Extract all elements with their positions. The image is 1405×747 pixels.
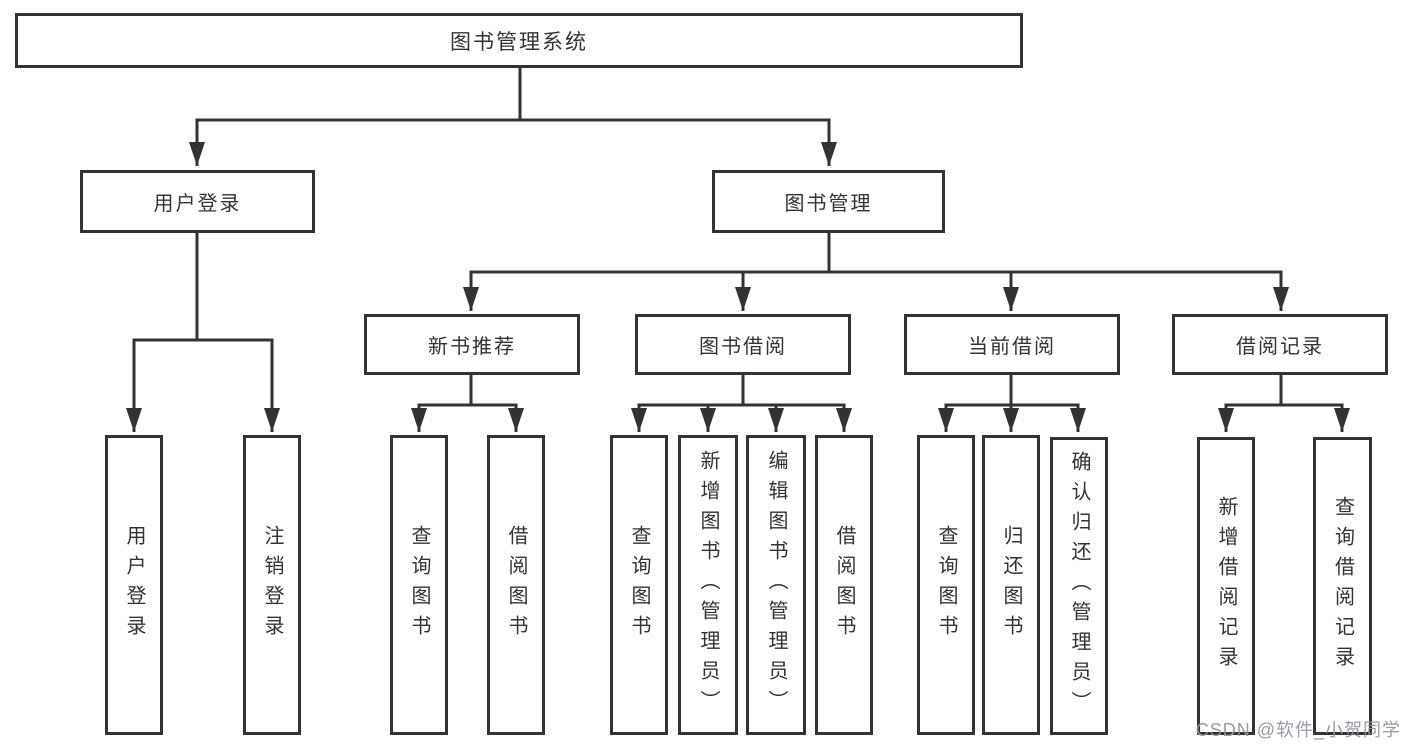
- node-query-book-3-label: 查询图书: [935, 525, 957, 645]
- node-logout: 注销登录: [243, 435, 301, 735]
- node-root: 图书管理系统: [15, 13, 1023, 68]
- node-borrow-book-2-label: 借阅图书: [833, 525, 855, 645]
- node-login-label: 用户登录: [123, 525, 145, 645]
- node-query-book-1-label: 查询图书: [408, 525, 430, 645]
- node-login: 用户登录: [105, 435, 163, 735]
- node-query-book-3: 查询图书: [917, 435, 975, 735]
- node-query-borrow-record-label: 查询借阅记录: [1331, 496, 1354, 676]
- node-book-borrow-label: 图书借阅: [699, 336, 787, 358]
- node-add-borrow-record: 新增借阅记录: [1197, 437, 1255, 735]
- node-edit-book: 编辑图书（管理员）: [746, 435, 806, 735]
- node-confirm-return-label: 确认归还（管理员）: [1068, 451, 1090, 721]
- node-query-book-2-label: 查询图书: [628, 525, 650, 645]
- node-confirm-return: 确认归还（管理员）: [1050, 437, 1108, 735]
- node-borrow-book-1: 借阅图书: [487, 435, 545, 735]
- node-add-borrow-record-label: 新增借阅记录: [1215, 496, 1237, 676]
- node-edit-book-label: 编辑图书（管理员）: [765, 450, 787, 720]
- node-return-book: 归还图书: [982, 435, 1040, 735]
- node-borrow-book-1-label: 借阅图书: [505, 525, 527, 645]
- node-book-borrow: 图书借阅: [635, 314, 851, 375]
- node-return-book-label: 归还图书: [1000, 525, 1022, 645]
- node-borrow-records: 借阅记录: [1172, 314, 1388, 375]
- node-logout-label: 注销登录: [261, 525, 283, 645]
- node-borrow-records-label: 借阅记录: [1236, 336, 1324, 358]
- node-query-book-2: 查询图书: [610, 435, 668, 735]
- node-new-book-rec-label: 新书推荐: [428, 336, 516, 358]
- node-new-book-rec: 新书推荐: [364, 314, 580, 375]
- node-borrow-book-2: 借阅图书: [815, 435, 873, 735]
- node-add-book-label: 新增图书（管理员）: [697, 450, 719, 720]
- node-add-book: 新增图书（管理员）: [678, 435, 738, 735]
- node-book-mgmt-label: 图书管理: [784, 193, 873, 215]
- node-query-book-1: 查询图书: [390, 435, 448, 735]
- node-user-login: 用户登录: [80, 170, 315, 233]
- node-current-borrow: 当前借阅: [904, 314, 1120, 375]
- csdn-watermark: CSDN @软件_小贺同学: [1195, 720, 1401, 740]
- node-query-borrow-record: 查询借阅记录: [1313, 437, 1372, 735]
- node-current-borrow-label: 当前借阅: [968, 336, 1056, 358]
- node-root-label: 图书管理系统: [450, 30, 588, 54]
- node-user-login-label: 用户登录: [153, 193, 242, 215]
- node-book-mgmt: 图书管理: [712, 170, 945, 233]
